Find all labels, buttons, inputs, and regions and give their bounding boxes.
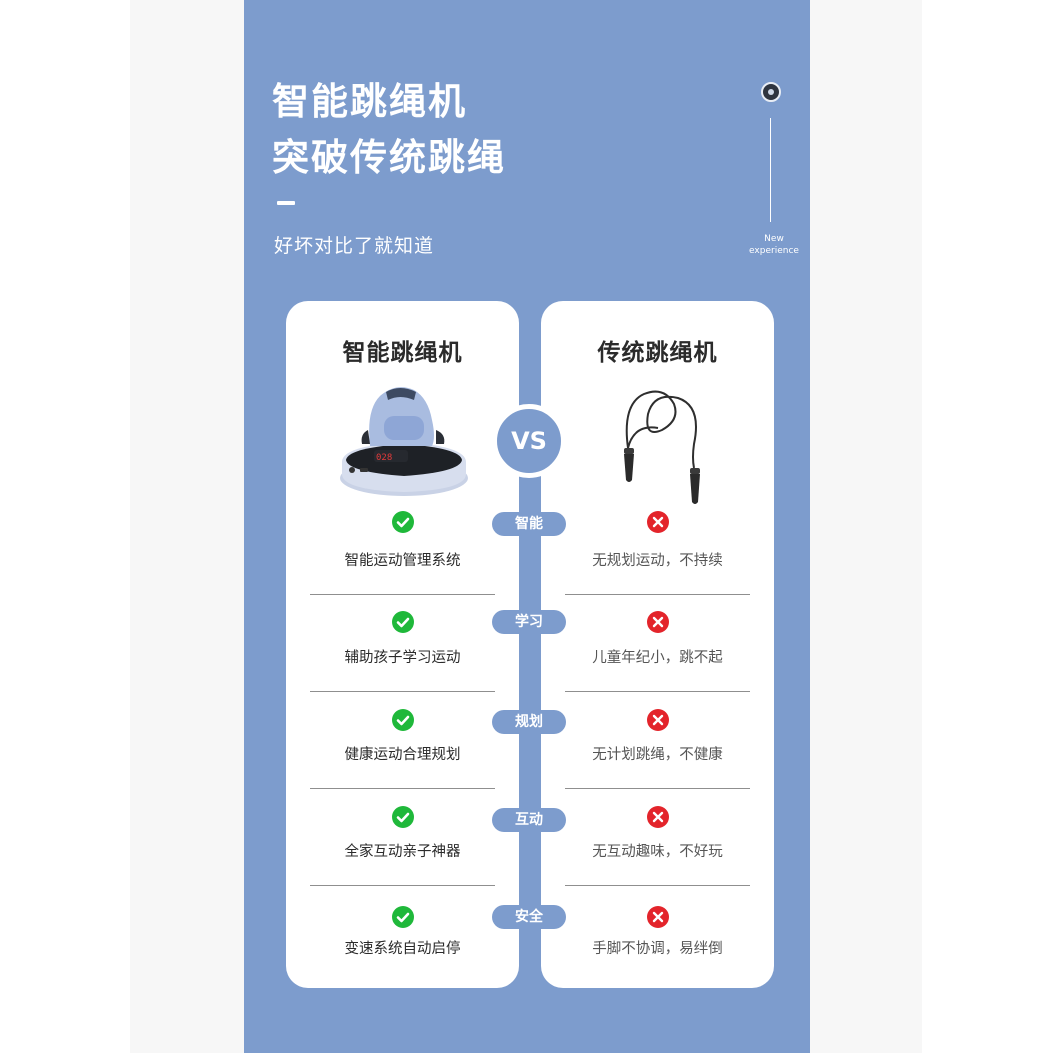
cross-circle-icon [647, 709, 669, 731]
smart-rope-machine-image: 028 [340, 387, 468, 496]
traditional-feature-text: 无规划运动，不持续 [592, 553, 723, 569]
row-divider [565, 885, 750, 886]
row-divider [310, 594, 495, 595]
camera-icon [761, 82, 781, 102]
new-experience-badge: New experience [744, 233, 804, 257]
traditional-feature-text: 无计划跳绳，不健康 [592, 747, 723, 763]
hero-title-line2: 突破传统跳绳 [272, 136, 506, 179]
row-divider [565, 594, 750, 595]
device-display: 028 [376, 453, 392, 463]
traditional-feature-text: 无互动趣味，不好玩 [592, 844, 723, 860]
row-divider [310, 788, 495, 789]
smart-feature-text: 智能运动管理系统 [344, 553, 461, 569]
row-divider [310, 691, 495, 692]
smart-feature-text: 全家互动亲子神器 [344, 844, 461, 860]
cross-circle-icon [647, 906, 669, 928]
row-divider [565, 788, 750, 789]
check-circle-icon [392, 511, 414, 533]
cross-circle-icon [647, 806, 669, 828]
hero-divider [277, 201, 295, 205]
smart-card-title: 智能跳绳机 [342, 340, 463, 366]
badge-line2: experience [749, 246, 799, 256]
check-circle-icon [392, 611, 414, 633]
hero-subtitle: 好坏对比了就知道 [274, 235, 435, 257]
cross-circle-icon [647, 611, 669, 633]
check-circle-icon [392, 906, 414, 928]
traditional-feature-text: 儿童年纪小，跳不起 [592, 650, 723, 666]
traditional-feature-text: 手脚不协调，易绊倒 [592, 941, 723, 957]
badge-line [770, 118, 771, 222]
smart-feature-text: 健康运动合理规划 [344, 747, 461, 763]
vs-badge: VS [492, 404, 566, 478]
traditional-card-title: 传统跳绳机 [597, 340, 718, 366]
category-tag: 安全 [492, 905, 566, 929]
smart-feature-text: 辅助孩子学习运动 [344, 650, 461, 666]
hero-title-line1: 智能跳绳机 [272, 80, 467, 123]
category-tag: 智能 [492, 512, 566, 536]
smart-feature-text: 变速系统自动启停 [344, 941, 461, 957]
row-divider [565, 691, 750, 692]
check-circle-icon [392, 806, 414, 828]
row-divider [310, 885, 495, 886]
right-margin [810, 0, 922, 1053]
cross-circle-icon [647, 511, 669, 533]
category-tag: 学习 [492, 610, 566, 634]
left-margin [130, 0, 244, 1053]
jump-rope-image [624, 390, 700, 504]
badge-line1: New [764, 234, 784, 244]
traditional-card [541, 301, 774, 988]
check-circle-icon [392, 709, 414, 731]
category-tag: 互动 [492, 808, 566, 832]
category-tag: 规划 [492, 710, 566, 734]
